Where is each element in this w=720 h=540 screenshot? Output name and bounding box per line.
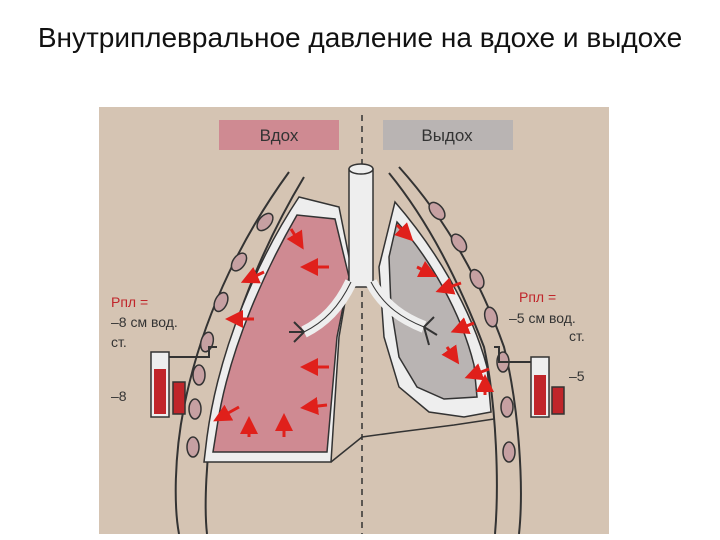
manometer-icon	[494, 346, 565, 418]
inhale-pressure-value: –8 см вод.	[111, 314, 178, 330]
exhale-header: Выдох	[383, 120, 513, 150]
trachea-icon	[289, 163, 438, 346]
slide-title: Внутриплевральное давление на вдохе и вы…	[37, 22, 683, 53]
pleural-pressure-diagram: Вдох Выдох	[99, 107, 609, 534]
exhale-pressure-label: Рпл =	[519, 289, 556, 305]
inhale-pressure-unit: ст.	[111, 334, 127, 350]
inhale-pressure-label: Рпл =	[111, 294, 148, 310]
arrow-icon	[213, 228, 329, 437]
exhale-pressure-value: –5 см вод.	[509, 310, 576, 326]
svg-text:Выдох: Выдох	[421, 126, 473, 145]
exhale-gauge-reading: –5	[569, 368, 585, 384]
rib-icon	[186, 212, 274, 458]
inhale-header: Вдох	[219, 120, 339, 150]
diagram-svg: Вдох Выдох	[99, 107, 609, 534]
arrow-icon	[394, 222, 494, 395]
manometer-icon	[150, 346, 217, 418]
exhale-pressure-unit: ст.	[569, 328, 585, 344]
diaphragm	[330, 418, 495, 463]
svg-text:Вдох: Вдох	[260, 126, 299, 145]
inhale-gauge-reading: –8	[111, 388, 127, 404]
